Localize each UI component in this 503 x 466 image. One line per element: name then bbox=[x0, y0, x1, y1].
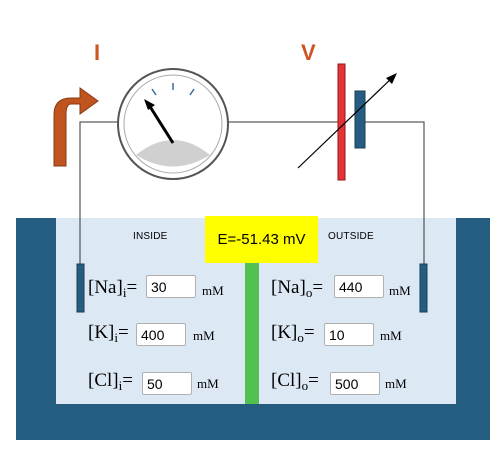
inside-label: INSIDE bbox=[133, 231, 168, 242]
outside-cl-unit: mM bbox=[385, 376, 407, 391]
ammeter-label: I bbox=[94, 40, 101, 65]
outside-cl-input[interactable] bbox=[330, 372, 380, 395]
outside-na-input[interactable] bbox=[334, 275, 384, 298]
outside-cl-label: [Cl]o= bbox=[271, 370, 319, 393]
inside-na-unit: mM bbox=[202, 283, 224, 298]
wire bbox=[365, 121, 425, 268]
membrane-potential-value: E=-51.43 mV bbox=[217, 231, 306, 248]
outside-label: OUTSIDE bbox=[328, 231, 374, 242]
inside-cl-input[interactable] bbox=[142, 372, 192, 395]
current-arrow-icon bbox=[53, 87, 99, 167]
inside-na-input[interactable] bbox=[146, 275, 196, 298]
outside-k-unit: mM bbox=[380, 328, 402, 343]
variable-battery-icon bbox=[297, 63, 397, 181]
wire bbox=[79, 121, 118, 268]
membrane-potential-readout: E=-51.43 mV bbox=[205, 216, 318, 263]
inside-k-unit: mM bbox=[193, 328, 215, 343]
outside-na-label: [Na]o= bbox=[271, 277, 324, 300]
inside-k-label: [K]i= bbox=[88, 322, 129, 345]
outside-k-label: [K]o= bbox=[271, 322, 315, 345]
inside-na-label: [Na]i= bbox=[88, 277, 138, 300]
inside-cl-unit: mM bbox=[197, 376, 219, 391]
electrode-inside bbox=[76, 263, 85, 313]
outside-na-unit: mM bbox=[389, 283, 411, 298]
inside-k-input[interactable] bbox=[136, 323, 186, 346]
outside-k-input[interactable] bbox=[324, 323, 374, 346]
voltmeter-label: V bbox=[301, 40, 316, 65]
membrane bbox=[245, 262, 259, 404]
inside-cl-label: [Cl]i= bbox=[88, 370, 133, 393]
electrode-outside bbox=[419, 263, 428, 313]
ammeter-gauge-icon bbox=[117, 68, 229, 180]
